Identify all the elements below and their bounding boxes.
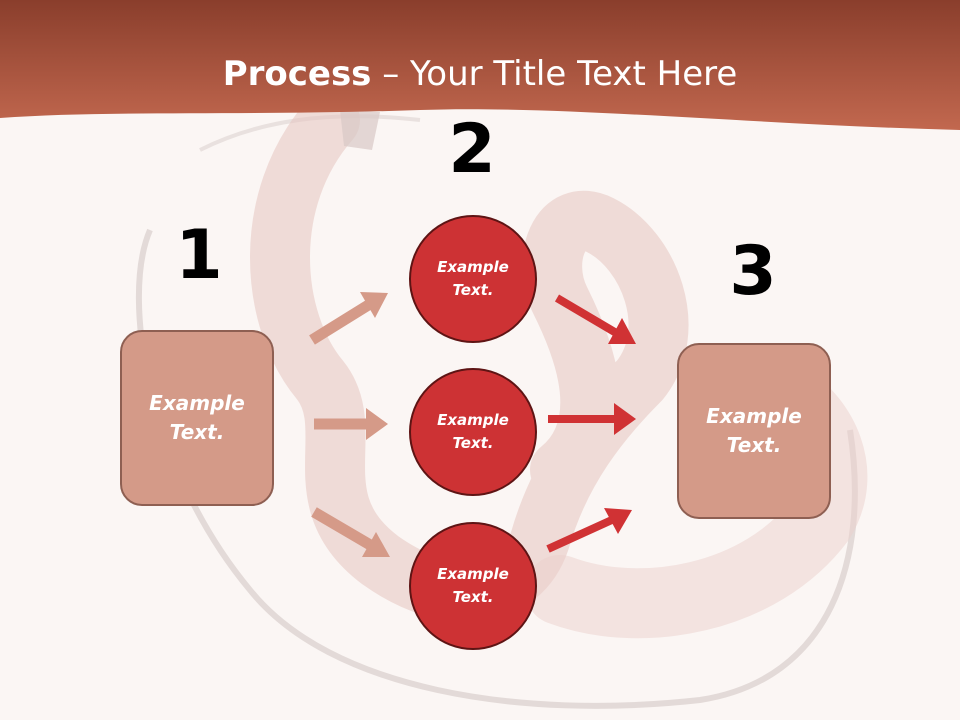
title-rest: – Your Title Text Here — [371, 54, 738, 94]
arrow-left-bottom — [311, 507, 390, 557]
right-process-box: Example Text. — [677, 343, 831, 519]
arrow-left-middle — [314, 408, 388, 440]
circle-label: Example Text. — [437, 565, 509, 606]
circle-label: Example Text. — [437, 411, 509, 452]
header-band — [0, 0, 960, 130]
right-box-label: Example Text. — [706, 404, 802, 457]
step-number-2: 2 — [448, 110, 496, 189]
step-number-3: 3 — [729, 232, 777, 311]
arrow-right-bottom — [546, 508, 632, 553]
step-number-1: 1 — [175, 216, 223, 295]
circle-label: Example Text. — [437, 258, 509, 299]
left-process-box: Example Text. — [120, 330, 274, 506]
process-circle-bottom: Example Text. — [409, 522, 537, 650]
title-bold: Process — [222, 54, 372, 94]
left-box-label: Example Text. — [149, 391, 245, 444]
arrow-right-middle — [548, 403, 636, 435]
process-circle-middle: Example Text. — [409, 368, 537, 496]
arrow-left-top — [309, 292, 388, 345]
arrow-right-top — [554, 294, 636, 344]
slide-title: Process – Your Title Text Here — [0, 52, 960, 96]
process-circle-top: Example Text. — [409, 215, 537, 343]
